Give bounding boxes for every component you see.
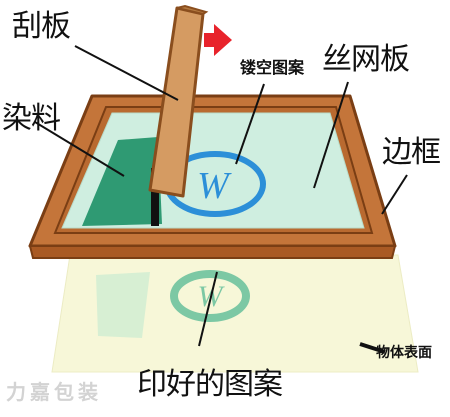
squeegee-blade [151, 168, 159, 226]
leader-screen [313, 81, 349, 189]
leader-frame [381, 174, 408, 215]
frame-front-face [28, 245, 397, 259]
leader-squeegee [74, 45, 179, 101]
leader-ink [34, 121, 125, 177]
label-frame: 边框 [382, 135, 441, 170]
squeegee-side [176, 4, 209, 16]
label-screen: 丝网板 [322, 42, 410, 77]
watermark-text: 力嘉包装 [6, 380, 102, 404]
label-ink: 染料 [2, 101, 61, 136]
leader-stencil [235, 83, 265, 165]
leader-printed [198, 271, 218, 347]
printed-ink-shape [96, 272, 150, 338]
stencil-w-letter: W [197, 165, 232, 207]
leader-surface [359, 342, 386, 354]
label-squeegee: 刮板 [12, 9, 71, 44]
arrow-right-icon [204, 24, 232, 56]
label-object-surface: 物体表面 [376, 345, 432, 361]
ink-area [82, 137, 162, 226]
printed-ring [170, 270, 250, 322]
label-printed-pattern: 印好的图案 [137, 367, 283, 402]
label-stencil-pattern: 镂空图案 [240, 58, 305, 77]
